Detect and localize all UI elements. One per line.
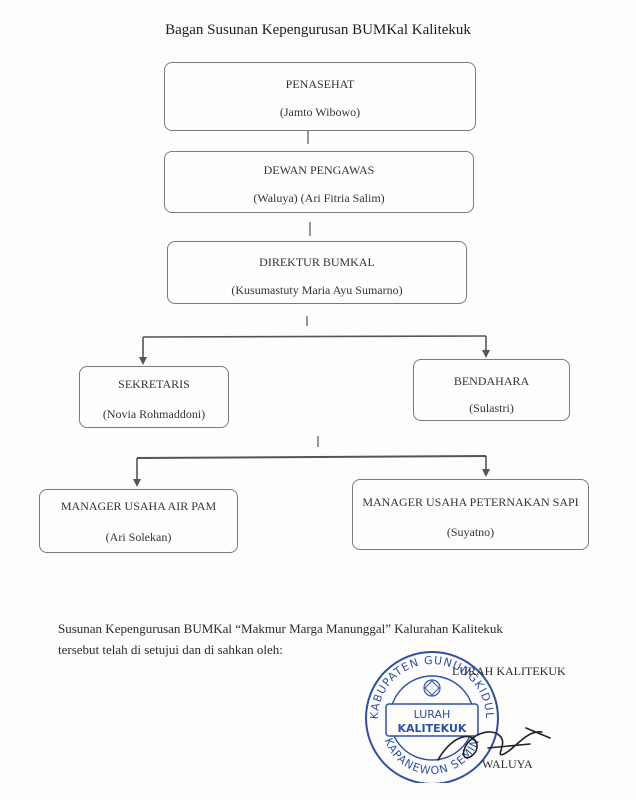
bendahara-role: BENDAHARA xyxy=(453,374,530,388)
svg-text:LURAH: LURAH xyxy=(414,708,451,721)
signature-title: LURAH KALITEKUK xyxy=(452,664,566,678)
penasehat-role: PENASEHAT xyxy=(285,77,355,91)
direktur-box: DIREKTUR BUMKAL (Kusumastuty Maria Ayu S… xyxy=(167,241,467,304)
manager-peternakan-role: MANAGER USAHA PETERNAKAN SAPI xyxy=(362,495,579,509)
approval-line-2: tersebut telah di setujui dan di sahkan … xyxy=(58,642,283,657)
approval-statement: Susunan Kepengurusan BUMKal “Makmur Marg… xyxy=(58,618,598,660)
dewan-pengawas-role: DEWAN PENGAWAS xyxy=(263,163,375,177)
manager-air-pam-box: MANAGER USAHA AIR PAM (Ari Solekan) xyxy=(39,489,238,553)
page-title: Bagan Susunan Kepengurusan BUMKal Kalite… xyxy=(165,22,471,38)
signatory-name: WALUYA xyxy=(482,757,533,771)
sekretaris-person: (Novia Rohmaddoni) xyxy=(102,407,206,421)
dewan-pengawas-person: (Waluya) (Ari Fitria Salim) xyxy=(253,191,385,205)
dewan-pengawas-box: DEWAN PENGAWAS (Waluya) (Ari Fitria Sali… xyxy=(164,151,474,213)
direktur-role: DIREKTUR BUMKAL xyxy=(259,255,375,269)
bendahara-person: (Sulastri) xyxy=(469,401,514,415)
manager-peternakan-box: MANAGER USAHA PETERNAKAN SAPI (Suyatno) xyxy=(352,479,589,550)
sekretaris-box: SEKRETARIS (Novia Rohmaddoni) xyxy=(79,366,229,428)
approval-line-1: Susunan Kepengurusan BUMKal “Makmur Marg… xyxy=(58,621,503,636)
penasehat-box: PENASEHAT (Jamto Wibowo) xyxy=(164,62,476,131)
manager-air-pam-person: (Ari Solekan) xyxy=(105,530,172,544)
penasehat-person: (Jamto Wibowo) xyxy=(279,105,361,119)
sekretaris-role: SEKRETARIS xyxy=(118,377,190,391)
official-stamp: KABUPATEN GUNUNGKIDUL KAPANEWON SEMIN LU… xyxy=(365,651,499,783)
bendahara-box: BENDAHARA (Sulastri) xyxy=(413,359,570,421)
manager-peternakan-person: (Suyatno) xyxy=(446,525,495,539)
manager-air-pam-role: MANAGER USAHA AIR PAM xyxy=(60,499,217,513)
svg-text:KALITEKUK: KALITEKUK xyxy=(398,722,467,735)
direktur-person: (Kusumastuty Maria Ayu Sumarno) xyxy=(231,283,403,297)
handwritten-signature xyxy=(437,727,551,761)
